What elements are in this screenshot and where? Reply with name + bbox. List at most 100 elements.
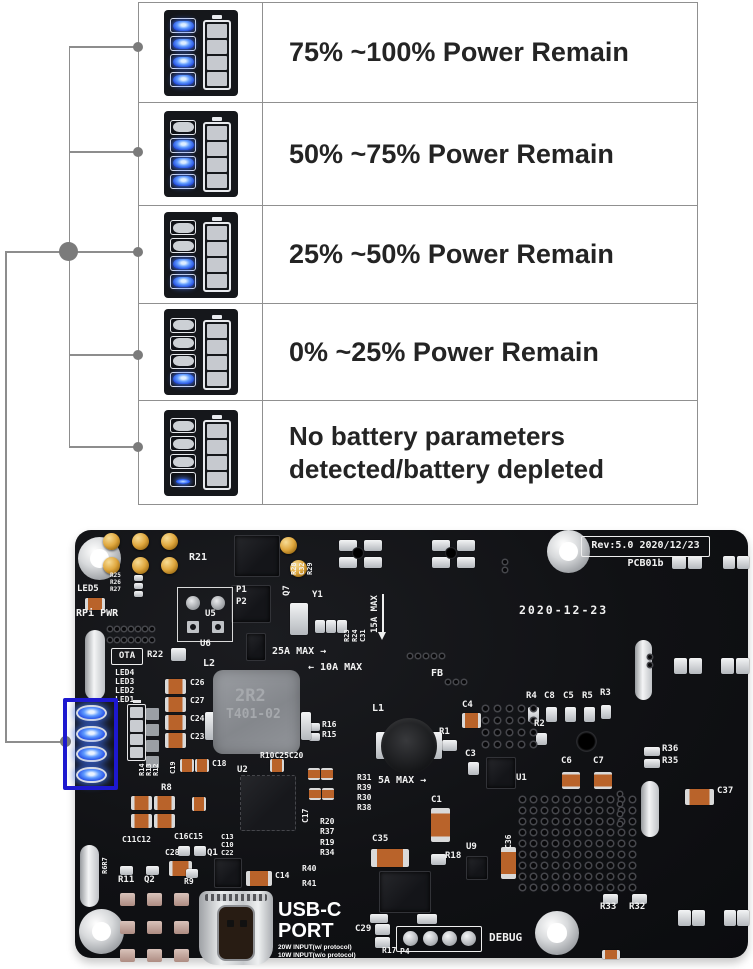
- ic-chip: [246, 633, 266, 661]
- battery-indicator-icon: [163, 309, 238, 395]
- solder-pad: [536, 733, 547, 745]
- screw-hole: [547, 530, 590, 573]
- usb-c-sub1: 20W INPUT(w/ protocol): [278, 944, 352, 951]
- legend-led-off: [170, 454, 196, 469]
- pcb-label: C35: [372, 834, 389, 844]
- capacitor: [462, 713, 481, 728]
- pcb-label: LED1: [115, 695, 135, 704]
- pcb-label: C19: [169, 761, 177, 774]
- pcb-label: P4: [400, 947, 410, 956]
- solder-pad: [468, 762, 479, 775]
- pcb-label: R4: [526, 691, 537, 701]
- legend-led-dot: [170, 472, 196, 487]
- status-led: [76, 746, 107, 762]
- pogo-pin: [290, 560, 307, 577]
- pcb-label: R11: [118, 875, 135, 885]
- status-led: [76, 705, 107, 721]
- capacitor: [371, 849, 409, 867]
- legend-led-on: [170, 18, 196, 33]
- battery-indicator-icon: [163, 409, 238, 496]
- capacitor: [165, 715, 186, 730]
- legend-row: 50% ~75% Power Remain: [139, 102, 697, 205]
- capacitor: [431, 808, 450, 842]
- pcb-label: R33: [600, 902, 617, 912]
- pcb-label: 2R2: [235, 686, 266, 706]
- solder-pad: [672, 556, 686, 569]
- solder-pad: [120, 949, 135, 962]
- connector-line: [5, 251, 7, 742]
- capacitor: [322, 788, 334, 800]
- battery-glyph: [203, 415, 231, 490]
- solder-pad: [375, 924, 390, 935]
- pcb-label: C1: [431, 795, 442, 805]
- pcb-label: R41: [302, 879, 317, 888]
- capacitor: [562, 772, 580, 789]
- solder-pad: [339, 557, 357, 568]
- solder-pad: [565, 707, 576, 722]
- legend-led-on: [170, 137, 196, 153]
- legend-text-line1: No battery parameters: [289, 420, 565, 451]
- ic-chip: [466, 856, 488, 880]
- pcb-label: LED5: [77, 584, 99, 594]
- capacitor: [165, 733, 186, 748]
- legend-text: No battery parameters detected/battery d…: [263, 420, 697, 486]
- pcb-label: C18: [212, 759, 227, 768]
- inductor-l2: [213, 670, 300, 754]
- edge-slot: [635, 640, 652, 700]
- solder-pad: [692, 910, 705, 926]
- pogo-pin: [132, 533, 149, 550]
- legend-text: 50% ~75% Power Remain: [289, 138, 614, 169]
- inductor-l1: [381, 718, 437, 774]
- pcb-label: U1: [516, 773, 527, 783]
- solder-pad: [147, 893, 162, 906]
- pcb-label: C8: [544, 691, 555, 701]
- pcb-label: C22: [221, 849, 234, 857]
- legend-led-on: [170, 256, 196, 271]
- solder-pad: [678, 910, 691, 926]
- solder-pad: [431, 854, 446, 865]
- connector-line: [69, 446, 138, 448]
- legend-led-off: [170, 220, 196, 235]
- capacitor: [685, 789, 714, 805]
- legend-icon-cell: [139, 206, 263, 303]
- battery-glyph: [203, 116, 231, 192]
- pcb-label: R24: [351, 629, 359, 642]
- pcb-label: R12: [152, 763, 160, 776]
- pcb-label: R2: [534, 719, 545, 729]
- solder-pad: [724, 910, 736, 926]
- solder-pad: [644, 759, 660, 768]
- pcb-label: 5A MAX →: [378, 775, 427, 786]
- solder-pad: [147, 949, 162, 962]
- capacitor: [594, 772, 612, 789]
- solder-pad: [146, 724, 159, 736]
- solder-pad: [339, 540, 357, 551]
- legend-text: 0% ~25% Power Remain: [289, 336, 599, 367]
- legend-led-on: [170, 72, 196, 87]
- pcb-label: C10: [221, 841, 234, 849]
- debug-header: [396, 926, 482, 952]
- solder-pad: [301, 712, 311, 740]
- connector-line: [69, 354, 138, 356]
- solder-pad: [736, 658, 749, 674]
- led-column: [170, 317, 196, 387]
- legend-led-off: [170, 119, 196, 135]
- board-hole: [352, 547, 364, 559]
- pcb-label: R26: [110, 579, 121, 586]
- pcb-label: C11C12: [122, 835, 151, 844]
- pcb-label: C16C15: [174, 832, 203, 841]
- pcb-label: FB: [431, 668, 444, 679]
- pcb-label: C17: [301, 808, 310, 823]
- solder-pad: [174, 921, 189, 934]
- connector-dot: [133, 42, 143, 52]
- pcb-label: L2: [203, 658, 216, 669]
- pcb-label: R27: [110, 586, 121, 593]
- capacitor: [270, 759, 284, 772]
- solder-pad: [632, 894, 647, 904]
- legend-row: 0% ~25% Power Remain: [139, 303, 697, 400]
- pcb-label: R38: [357, 803, 372, 812]
- solder-pad: [146, 756, 159, 768]
- legend-led-off: [170, 418, 196, 433]
- solder-pad: [375, 937, 390, 948]
- p1-p2-header: [177, 587, 233, 642]
